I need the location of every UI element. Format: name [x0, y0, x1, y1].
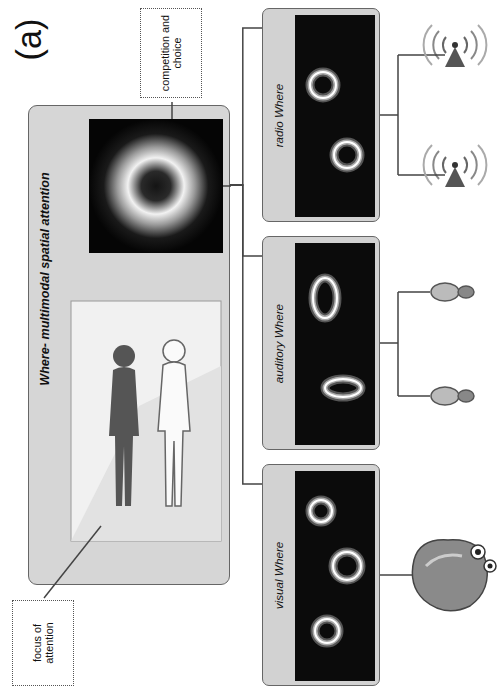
box-label: visual Where — [272, 472, 285, 678]
antenna-icon — [424, 25, 487, 187]
figure-label-holder: (a) — [6, 6, 52, 72]
callout-text: focus of attention — [31, 606, 55, 680]
where-box: radio Where — [262, 8, 380, 222]
attention-box: Where- multimodal spatial attention — [28, 105, 230, 585]
panel-title: Where- multimodal spatial attention — [38, 117, 52, 441]
connector-line — [230, 28, 262, 185]
ear-icon — [431, 283, 474, 405]
box-label: auditory Where — [272, 244, 285, 442]
callout-box: competition and choice — [140, 8, 202, 98]
callout-text: competition and choice — [159, 14, 183, 92]
connector-line — [230, 185, 262, 256]
map-illustration — [29, 106, 231, 586]
box-label: radio Where — [272, 16, 285, 214]
camera-head-icon — [412, 540, 496, 611]
connector-line — [230, 185, 262, 484]
callout-box: focus of attention — [12, 600, 74, 686]
figure-label: (a) — [10, 9, 49, 69]
where-box: visual Where — [262, 464, 380, 686]
where-box: auditory Where — [262, 236, 380, 450]
